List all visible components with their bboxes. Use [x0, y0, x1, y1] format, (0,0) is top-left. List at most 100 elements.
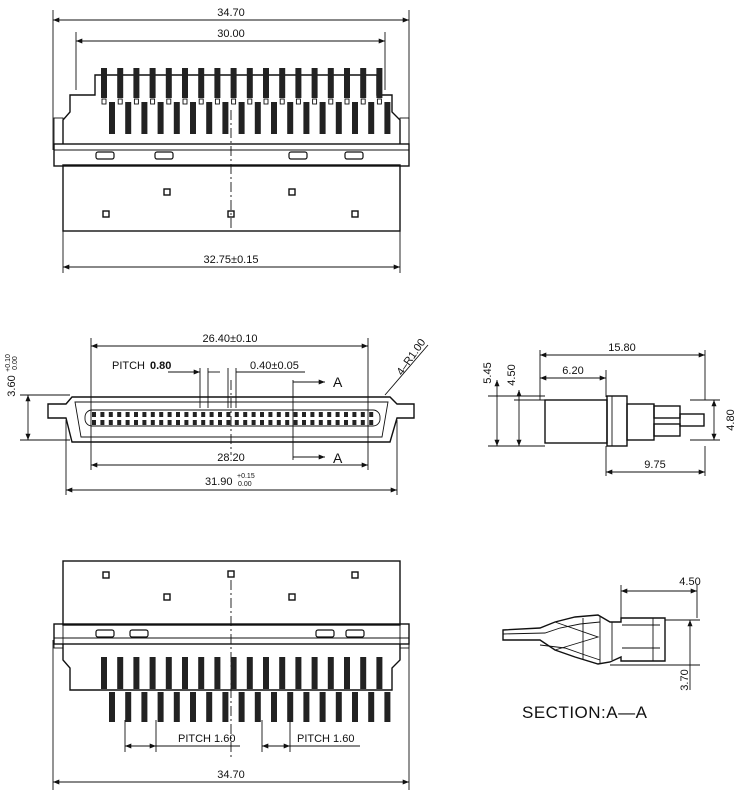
- pin: [192, 420, 197, 425]
- pin: [125, 412, 130, 417]
- pin: [182, 657, 188, 689]
- pin: [100, 420, 105, 425]
- pin: [206, 692, 213, 722]
- pin: [327, 412, 332, 417]
- pin: [184, 420, 189, 425]
- pin: [268, 412, 273, 417]
- pin: [182, 98, 188, 105]
- pin: [327, 68, 334, 98]
- pin: [344, 657, 350, 689]
- pin: [141, 102, 148, 134]
- pin: [260, 420, 264, 425]
- pin: [360, 412, 365, 417]
- pin: [184, 412, 189, 417]
- pin: [149, 657, 156, 689]
- pin: [117, 412, 122, 417]
- pin: [352, 420, 357, 425]
- pin: [312, 98, 318, 105]
- pin: [117, 68, 124, 98]
- pin: [310, 412, 315, 417]
- pin: [302, 420, 306, 425]
- top-pin-row-upper: [101, 68, 383, 105]
- pin: [209, 420, 214, 425]
- dim-total-tol-minus: 0.00: [238, 481, 252, 488]
- pin: [157, 102, 164, 134]
- pin: [243, 420, 248, 425]
- pin: [376, 68, 383, 98]
- pin: [117, 98, 123, 105]
- dim-total-width: 31.90: [205, 476, 233, 488]
- dim-inner-width: 28.20: [217, 452, 245, 464]
- pin: [368, 692, 375, 722]
- pin: [368, 102, 375, 134]
- pin: [352, 692, 358, 722]
- pin: [328, 98, 334, 105]
- pin: [231, 98, 237, 105]
- pin: [246, 68, 253, 98]
- pin: [92, 420, 96, 425]
- pin: [117, 657, 124, 689]
- dim-pin-span: 30.00: [217, 28, 245, 40]
- pitch-left: PITCH 1.60: [178, 733, 235, 745]
- pin: [190, 692, 196, 722]
- pin: [285, 420, 290, 425]
- pin: [254, 102, 261, 134]
- section-title: SECTION:A—A: [522, 703, 648, 722]
- pin: [271, 692, 277, 722]
- pin: [125, 102, 132, 134]
- pin: [222, 102, 229, 134]
- pin: [159, 420, 164, 425]
- pin: [276, 420, 281, 425]
- pin: [117, 420, 122, 425]
- pin: [302, 412, 306, 417]
- pin: [165, 657, 172, 689]
- pin: [167, 412, 172, 417]
- pin: [327, 420, 332, 425]
- pin: [318, 420, 323, 425]
- pin: [344, 420, 348, 425]
- pin: [360, 657, 367, 689]
- pin: [134, 420, 138, 425]
- pin: [201, 412, 206, 417]
- pin: [198, 68, 205, 98]
- pin: [303, 102, 310, 134]
- pin: [192, 412, 197, 417]
- pin: [149, 68, 156, 98]
- dim-height-tol-plus: +0.10: [5, 354, 12, 372]
- pin: [268, 420, 273, 425]
- pin: [142, 420, 147, 425]
- pin: [108, 420, 113, 425]
- pin: [260, 412, 264, 417]
- dim-total-tol-plus: +0.15: [237, 473, 255, 480]
- pin: [279, 98, 285, 105]
- pin: [352, 102, 358, 134]
- pin: [310, 420, 315, 425]
- pin: [125, 692, 132, 722]
- pin: [176, 420, 180, 425]
- pin: [157, 692, 164, 722]
- pin: [125, 420, 130, 425]
- section-marker-bottom: A: [333, 450, 343, 466]
- pin: [246, 657, 253, 689]
- bottom-pin-rows: [101, 657, 391, 722]
- dim-pin-width: 0.40±0.05: [250, 360, 299, 372]
- pin: [287, 692, 294, 722]
- pin: [303, 692, 310, 722]
- pin: [109, 102, 115, 134]
- dim-height-outer: 5.45: [482, 362, 494, 383]
- pin: [100, 412, 105, 417]
- pin: [166, 98, 172, 105]
- pin: [141, 692, 148, 722]
- pin: [276, 412, 281, 417]
- front-pin-rows: [92, 412, 374, 425]
- pin: [190, 102, 196, 134]
- pin: [369, 420, 374, 425]
- pin: [165, 68, 172, 98]
- pin: [173, 102, 180, 134]
- section-view: 4.50 3.70 SECTION:A—A: [502, 576, 701, 722]
- pin: [360, 68, 367, 98]
- pin: [352, 412, 357, 417]
- pin: [295, 657, 302, 689]
- section-marker-top: A: [333, 374, 343, 390]
